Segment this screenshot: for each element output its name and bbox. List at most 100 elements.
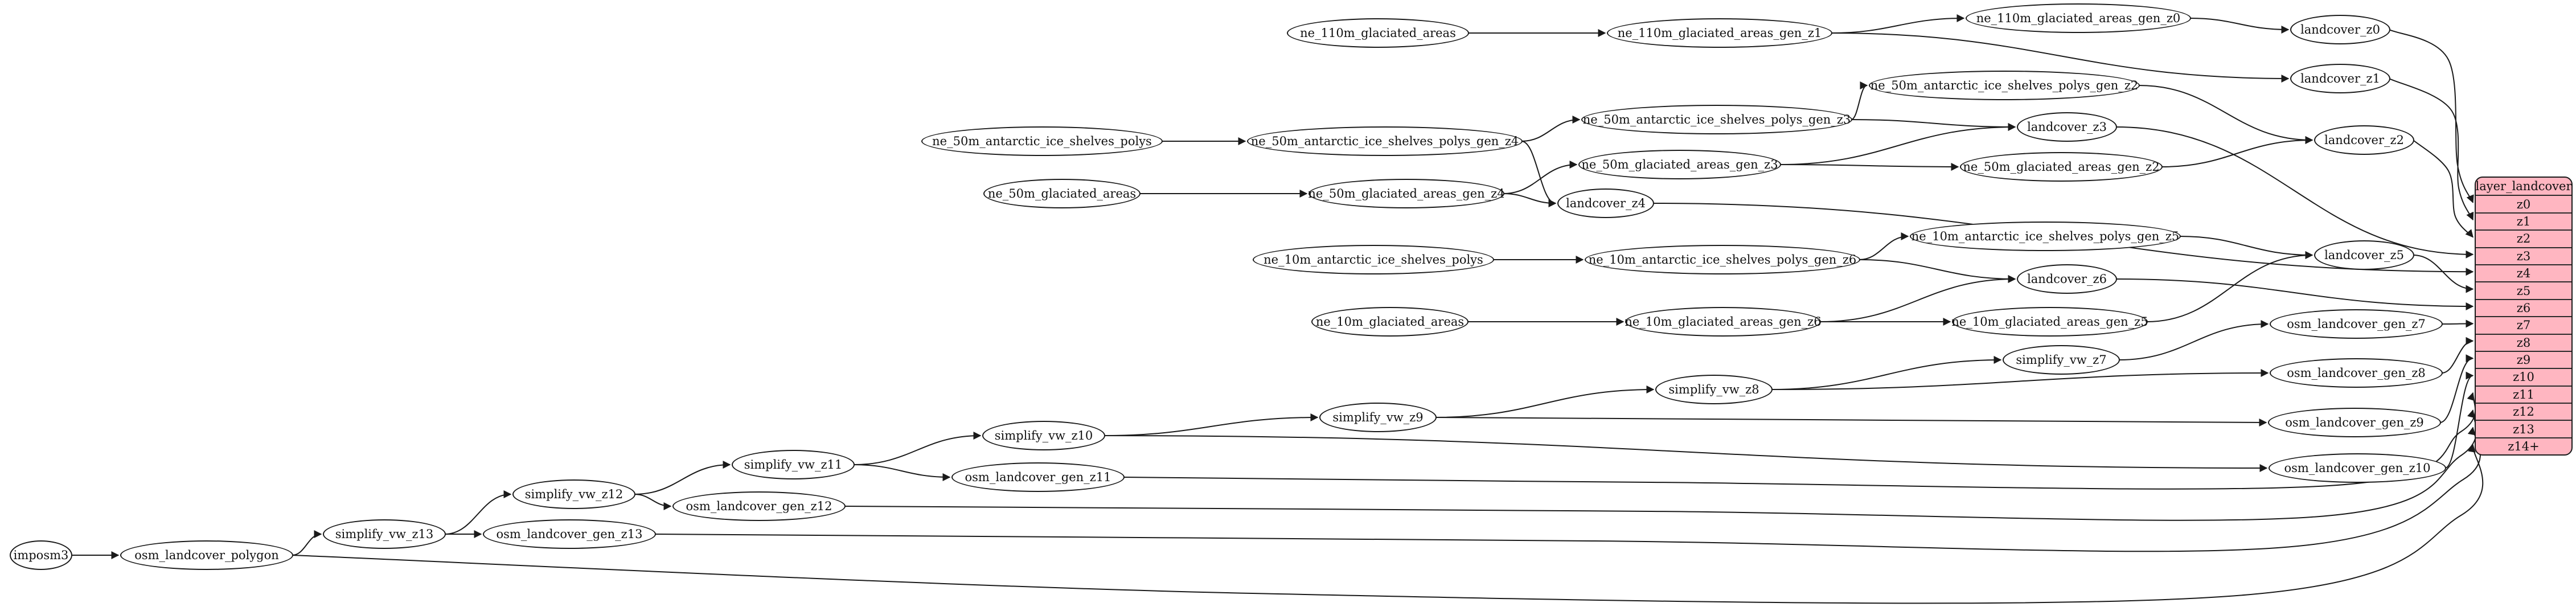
edge-simplify_vw_z11-to-osm_landcover_gen_z11: [853, 464, 951, 481]
table-row-z10: z10: [2476, 368, 2571, 385]
table-row-z9: z9: [2476, 350, 2571, 368]
edge-ne_50m_antarctic_ice_shelves_polys_gen_z2-to-landcover_z2: [2138, 85, 2314, 144]
edge-ne_10m_glaciated_areas_gen_z5-to-landcover_z5: [2146, 251, 2314, 322]
edges: [71, 14, 2484, 604]
table-row-z11: z11: [2476, 385, 2571, 403]
edge-ne_110m_glaciated_areas_gen_z0-to-landcover_z0: [2189, 18, 2290, 34]
edge-ne_110m_glaciated_areas_gen_z1-to-landcover_z1: [1831, 32, 2290, 83]
graph-node-simplify_vw_z11: simplify_vw_z11: [732, 450, 855, 479]
graph-node-landcover_z3: landcover_z3: [2017, 112, 2117, 142]
table-row-z6: z6: [2476, 298, 2571, 316]
edge-landcover_z6-to-layer_landcover-z6: [2115, 278, 2474, 310]
table-row-z0: z0: [2476, 195, 2571, 212]
table-row-z13: z13: [2476, 420, 2571, 437]
graph-node-ne_50m_antarctic_ice_shelves_polys_gen_z3: ne_50m_antarctic_ice_shelves_polys_gen_z…: [1581, 105, 1852, 134]
edge-osm_landcover_polygon-to-layer_landcover-z14+: [292, 444, 2484, 604]
edge-simplify_vw_z9-to-simplify_vw_z8: [1435, 386, 1655, 418]
table-row-z12: z12: [2476, 403, 2571, 420]
graph-node-ne_50m_antarctic_ice_shelves_polys_gen_z4: ne_50m_antarctic_ice_shelves_polys_gen_z…: [1247, 126, 1523, 156]
graph-node-ne_50m_glaciated_areas_gen_z4: ne_50m_glaciated_areas_gen_z4: [1308, 179, 1505, 208]
graph-node-ne_10m_glaciated_areas: ne_10m_glaciated_areas: [1311, 307, 1469, 337]
graph-node-ne_110m_glaciated_areas_gen_z0: ne_110m_glaciated_areas_gen_z0: [1966, 3, 2191, 33]
graph-node-simplify_vw_z7: simplify_vw_z7: [2003, 345, 2120, 375]
edge-ne_10m_glaciated_areas_gen_z6-to-landcover_z6: [1819, 275, 2016, 322]
table-row-z2: z2: [2476, 229, 2571, 247]
graph-node-landcover_z4: landcover_z4: [1557, 188, 1654, 218]
edge-simplify_vw_z10-to-simplify_vw_z9: [1104, 413, 1319, 436]
graph-node-simplify_vw_z10: simplify_vw_z10: [982, 421, 1105, 450]
table-row-z5: z5: [2476, 281, 2571, 298]
table-row-z1: z1: [2476, 212, 2571, 229]
graph-node-landcover_z6: landcover_z6: [2017, 264, 2117, 294]
edge-osm_landcover_gen_z10-to-layer_landcover-z10: [2444, 371, 2474, 469]
graph-node-ne_10m_antarctic_ice_shelves_polys_gen_z6: ne_10m_antarctic_ice_shelves_polys_gen_z…: [1585, 245, 1860, 274]
edge-osm_landcover_polygon-to-simplify_vw_z13: [292, 530, 322, 556]
edge-landcover_z3-to-layer_landcover-z3: [2115, 126, 2474, 259]
edge-ne_10m_antarctic_ice_shelves_polys_gen_z6-to-ne_10m_antarctic_ice_shelves_polys_gen_z5: [1859, 232, 1909, 260]
table-row-z7: z7: [2476, 316, 2571, 333]
graph-node-ne_10m_glaciated_areas_gen_z6: ne_10m_glaciated_areas_gen_z6: [1625, 307, 1822, 337]
edge-ne_50m_glaciated_areas_gen_z2-to-landcover_z2: [2161, 136, 2314, 167]
graph-node-ne_10m_antarctic_ice_shelves_polys: ne_10m_antarctic_ice_shelves_polys: [1253, 245, 1494, 274]
edge-simplify_vw_z8-to-osm_landcover_gen_z8: [1771, 369, 2269, 390]
edge-osm_landcover_gen_z11-to-layer_landcover-z11: [1123, 392, 2476, 490]
graph-node-osm_landcover_gen_z10: osm_landcover_gen_z10: [2269, 453, 2446, 483]
edge-simplify_vw_z10-to-osm_landcover_gen_z10: [1104, 435, 2268, 472]
graph-node-ne_50m_glaciated_areas: ne_50m_glaciated_areas: [983, 179, 1141, 208]
graph-node-osm_landcover_gen_z11: osm_landcover_gen_z11: [951, 462, 1125, 492]
edge-simplify_vw_z12-to-simplify_vw_z11: [634, 461, 731, 495]
edge-ne_50m_antarctic_ice_shelves_polys_gen_z3-to-ne_50m_antarctic_ice_shelves_polys_gen_z2: [1851, 81, 1868, 120]
edge-ne_10m_antarctic_ice_shelves_polys_gen_z5-to-landcover_z5: [2179, 236, 2314, 259]
table-row-z4: z4: [2476, 264, 2571, 281]
graph-node-simplify_vw_z13: simplify_vw_z13: [323, 519, 446, 549]
graph-node-osm_landcover_gen_z9: osm_landcover_gen_z9: [2268, 408, 2441, 437]
edge-landcover_z1-to-layer_landcover-z1: [2389, 78, 2474, 221]
graph-node-imposm3: imposm3: [10, 540, 72, 570]
graph-node-simplify_vw_z8: simplify_vw_z8: [1655, 375, 1773, 404]
graph-node-osm_landcover_gen_z13: osm_landcover_gen_z13: [483, 519, 656, 549]
edge-osm_landcover_gen_z7-to-layer_landcover-z7: [2441, 319, 2474, 328]
graph-node-ne_50m_antarctic_ice_shelves_polys_gen_z2: ne_50m_antarctic_ice_shelves_polys_gen_z…: [1869, 71, 2140, 100]
edge-osm_landcover_gen_z13-to-layer_landcover-z13: [654, 427, 2481, 552]
graph-node-osm_landcover_gen_z7: osm_landcover_gen_z7: [2270, 309, 2443, 339]
table-row-z14+: z14+: [2476, 437, 2571, 454]
edge-ne_50m_glaciated_areas_gen_z3-to-ne_50m_glaciated_areas_gen_z2: [1779, 162, 1959, 171]
graph-node-ne_50m_glaciated_areas_gen_z2: ne_50m_glaciated_areas_gen_z2: [1960, 152, 2163, 182]
graph-node-simplify_vw_z9: simplify_vw_z9: [1319, 403, 1437, 432]
graph-node-osm_landcover_gen_z12: osm_landcover_gen_z12: [672, 491, 846, 521]
table-row-z3: z3: [2476, 247, 2571, 264]
graph-node-ne_110m_glaciated_areas_gen_z1: ne_110m_glaciated_areas_gen_z1: [1607, 18, 1832, 48]
table-row-z8: z8: [2476, 333, 2571, 351]
edge-simplify_vw_z11-to-simplify_vw_z10: [853, 432, 982, 465]
edge-osm_landcover_gen_z9-to-layer_landcover-z9: [2439, 354, 2474, 423]
edge-ne_50m_glaciated_areas_gen_z4-to-ne_50m_glaciated_areas_gen_z3: [1503, 161, 1578, 194]
edge-simplify_vw_z12-to-osm_landcover_gen_z12: [634, 494, 672, 510]
edge-ne_50m_antarctic_ice_shelves_polys_gen_z3-to-landcover_z3: [1851, 119, 2016, 131]
edge-ne_50m_antarctic_ice_shelves_polys_gen_z4-to-ne_50m_antarctic_ice_shelves_polys_gen_z3: [1521, 116, 1581, 142]
edge-ne_50m_glaciated_areas_gen_z4-to-landcover_z4: [1503, 193, 1557, 207]
table-header: layer_landcover: [2475, 179, 2572, 194]
edge-landcover_z0-to-layer_landcover-z0: [2389, 29, 2474, 203]
graph-node-landcover_z2: landcover_z2: [2314, 125, 2414, 155]
graph-node-landcover_z5: landcover_z5: [2314, 240, 2414, 270]
edge-osm_landcover_gen_z8-to-layer_landcover-z8: [2441, 337, 2474, 374]
edge-simplify_vw_z8-to-simplify_vw_z7: [1771, 356, 2002, 390]
graph-node-simplify_vw_z12: simplify_vw_z12: [512, 479, 635, 509]
graph-node-landcover_z1: landcover_z1: [2290, 64, 2390, 93]
graph-node-ne_50m_glaciated_areas_gen_z3: ne_50m_glaciated_areas_gen_z3: [1578, 150, 1781, 179]
graph-node-ne_10m_glaciated_areas_gen_z5: ne_10m_glaciated_areas_gen_z5: [1951, 307, 2148, 337]
graph-node-osm_landcover_gen_z8: osm_landcover_gen_z8: [2270, 358, 2443, 388]
graph-node-ne_110m_glaciated_areas: ne_110m_glaciated_areas: [1287, 18, 1469, 48]
edge-ne_50m_glaciated_areas_gen_z3-to-landcover_z3: [1779, 123, 2016, 165]
graph-node-ne_50m_antarctic_ice_shelves_polys: ne_50m_antarctic_ice_shelves_polys: [921, 126, 1163, 156]
graph-node-ne_10m_antarctic_ice_shelves_polys_gen_z5: ne_10m_antarctic_ice_shelves_polys_gen_z…: [1910, 222, 2181, 251]
edge-osm_landcover_gen_z12-to-layer_landcover-z12: [844, 409, 2477, 521]
edge-simplify_vw_z9-to-osm_landcover_gen_z9: [1435, 417, 2267, 427]
edge-landcover_z2-to-layer_landcover-z2: [2413, 140, 2474, 238]
edge-landcover_z5-to-layer_landcover-z5: [2413, 255, 2474, 293]
edge-ne_10m_antarctic_ice_shelves_polys_gen_z6-to-landcover_z6: [1859, 259, 2016, 283]
edge-simplify_vw_z7-to-osm_landcover_gen_z7: [2118, 320, 2269, 360]
